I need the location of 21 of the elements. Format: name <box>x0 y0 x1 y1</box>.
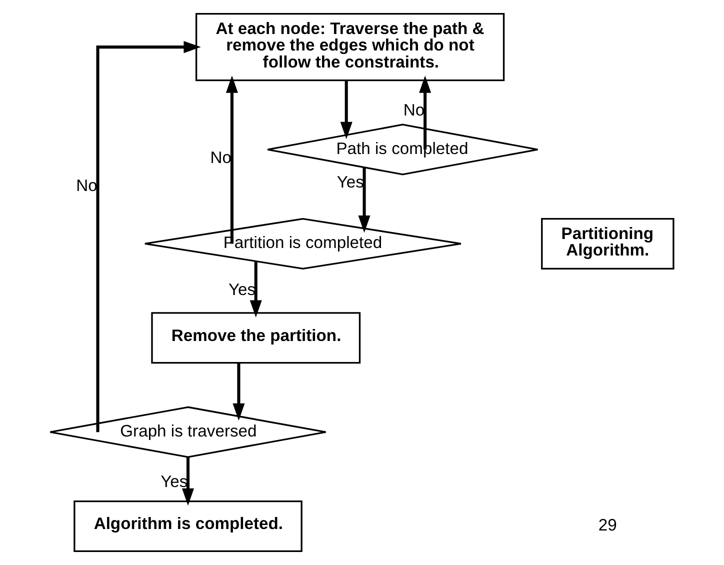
arrow <box>250 261 262 318</box>
edge-label: No <box>76 176 98 196</box>
node-diamond: Graph is traversed <box>49 406 327 458</box>
edge-label: Yes <box>336 172 364 192</box>
node-box: Algorithm is completed. <box>74 500 302 552</box>
arrow <box>226 76 238 244</box>
node-diamond: Path is completed <box>266 124 539 176</box>
node-diamond: Partition is completed <box>144 218 462 270</box>
edge-label: Yes <box>160 472 188 491</box>
label: 29 <box>598 516 617 535</box>
arrow <box>182 457 194 506</box>
node-box: Remove the partition. <box>151 312 361 364</box>
arrow <box>358 168 370 233</box>
node-box: At each node: Traverse the path & remove the edges which do not follow the constraints. <box>195 12 505 82</box>
arrow <box>419 76 432 150</box>
node-box: Partitioning Algorithm. <box>541 218 674 270</box>
arrow <box>96 41 201 432</box>
edge-label: Yes <box>228 280 256 299</box>
arrow <box>232 363 245 421</box>
arrow <box>340 80 352 140</box>
edge-label: No <box>210 148 232 167</box>
